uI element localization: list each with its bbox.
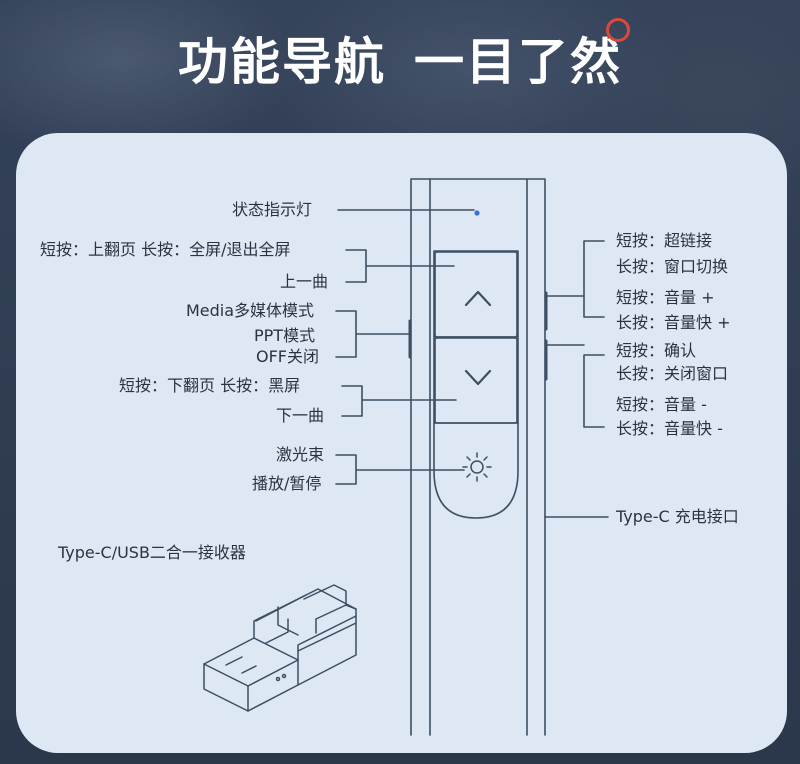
function-diagram-card: 状态指示灯 短按：上翻页 长按：全屏/退出全屏 上一曲 Media多媒体模式 P…	[16, 133, 787, 753]
label-switch-window: 长按：窗口切换	[616, 257, 729, 276]
label-volume-up-fast: 长按：音量快 +	[616, 313, 731, 332]
title-part2: 一目了然	[414, 33, 622, 91]
label-confirm: 短按：确认	[616, 341, 697, 360]
label-up-button: 短按：上翻页 长按：全屏/退出全屏	[40, 240, 291, 259]
label-mode-ppt: PPT模式	[254, 326, 316, 345]
label-volume-down: 短按：音量 -	[616, 395, 707, 414]
page-title: 功能导航一目了然	[0, 22, 800, 94]
label-play-pause: 播放/暂停	[252, 474, 322, 493]
chevron-down-icon	[464, 369, 492, 386]
button-column	[433, 250, 519, 519]
label-typec-port: Type-C 充电接口	[616, 507, 739, 526]
label-volume-up: 短按：音量 +	[616, 288, 715, 307]
label-receiver: Type-C/USB二合一接收器	[58, 543, 246, 562]
label-laser: 激光束	[276, 445, 325, 464]
title-part1: 功能导航	[178, 33, 386, 91]
chevron-up-icon	[464, 290, 492, 307]
label-up-track: 上一曲	[280, 272, 329, 291]
label-down-button: 短按：下翻页 长按：黑屏	[119, 376, 301, 395]
remote-diagram	[203, 178, 609, 736]
label-close-window: 长按：关闭窗口	[616, 364, 729, 383]
accent-circle-icon	[606, 18, 630, 42]
label-mode-off: OFF关闭	[256, 347, 320, 366]
label-mode-media: Media多媒体模式	[186, 301, 315, 320]
down-button	[434, 337, 518, 424]
usb-receiver-drawing	[203, 584, 357, 712]
label-hyperlink: 短按：超链接	[616, 231, 713, 250]
label-volume-down-fast: 长按：音量快 -	[616, 419, 723, 438]
sun-laser-icon	[462, 452, 492, 482]
presenter-body	[410, 178, 546, 736]
label-status-light: 状态指示灯	[232, 200, 313, 219]
label-down-track: 下一曲	[276, 406, 325, 425]
status-led	[474, 210, 480, 216]
up-button	[434, 251, 518, 338]
